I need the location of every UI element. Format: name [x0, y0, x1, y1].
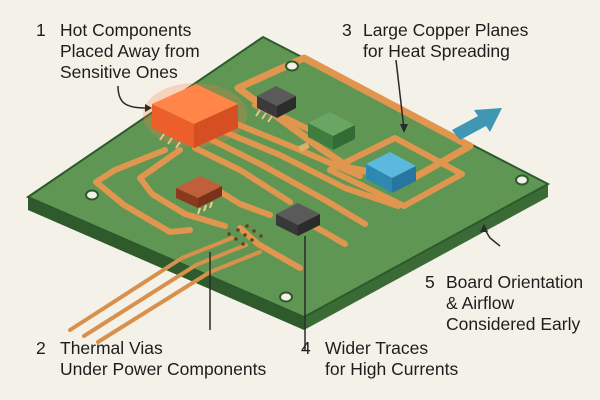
leader-arrowheads [145, 104, 488, 232]
airflow-arrow [452, 108, 502, 140]
callout-number: 4 [301, 338, 311, 358]
copper-plane-inner [327, 135, 465, 209]
callout-line: for High Currents [325, 359, 459, 379]
callout-line: Large Copper Planes [363, 20, 529, 40]
callout-line: & Airflow [446, 293, 515, 313]
hot-component [143, 83, 247, 149]
callout-line: Hot Components [60, 20, 192, 40]
callout-line: Sensitive Ones [60, 62, 178, 82]
callout-line: Wider Traces [325, 338, 429, 358]
callout-line: for Heat Spreading [363, 41, 510, 61]
callout-line: Thermal Vias [60, 338, 163, 358]
dark-chip-top [255, 86, 296, 123]
board-side-right [304, 184, 548, 330]
resistor [176, 176, 222, 215]
callout-number: 1 [36, 20, 46, 40]
mounting-holes [85, 60, 529, 303]
board-side [28, 197, 304, 330]
green-chip [308, 112, 355, 150]
callout-line: Under Power Components [60, 359, 267, 379]
dark-chip-middle [276, 203, 320, 236]
callout-line: Considered Early [446, 314, 581, 334]
small-part [298, 142, 310, 152]
callout-number: 5 [425, 272, 435, 292]
callout-number: 3 [342, 20, 352, 40]
callout-line: Placed Away from [60, 41, 200, 61]
callout-line: Board Orientation [446, 272, 584, 292]
blue-chip [366, 152, 416, 193]
leader-lines [117, 59, 501, 350]
thermal-vias [227, 224, 263, 246]
callout-number: 2 [36, 338, 46, 358]
